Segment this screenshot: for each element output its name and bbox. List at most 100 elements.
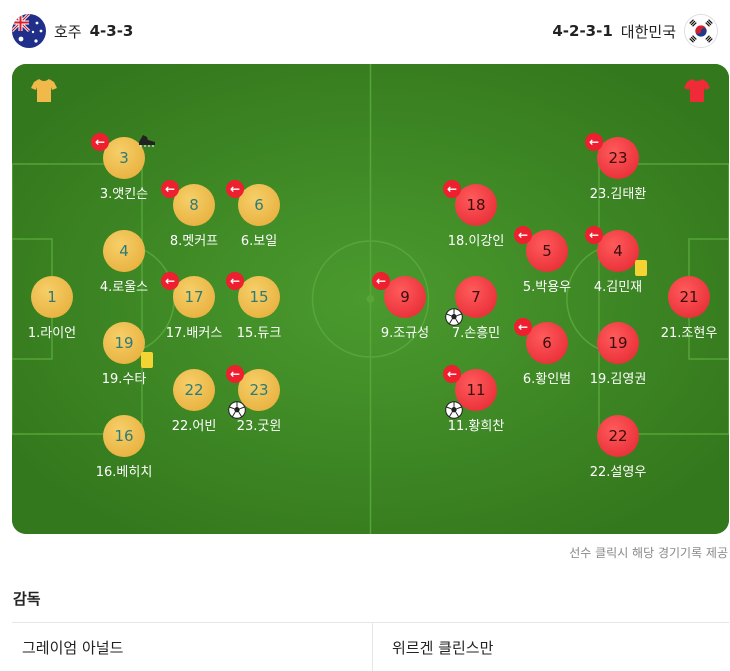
player-number-disc[interactable]: 6← — [514, 318, 568, 364]
player-name: 19.수타 — [101, 372, 147, 387]
coach-row: 그레이엄 아널드 위르겐 클린스만 — [12, 622, 729, 671]
away-player[interactable]: 18← 18.이강인 — [421, 180, 531, 249]
player-name: 8.멧커프 — [169, 234, 219, 249]
player-number-disc[interactable]: 8← — [161, 180, 215, 226]
player-name: 16.베히치 — [95, 465, 153, 480]
team-header: 호주 4-3-3 4-2-3-1 대한민국 — [0, 0, 730, 60]
home-player[interactable]: 19 19.수타 — [69, 322, 179, 387]
player-name: 9.조규성 — [380, 326, 430, 341]
player-number: 17 — [184, 288, 204, 306]
substitution-icon: ← — [443, 180, 461, 198]
away-player[interactable]: 11 ← 11.황희찬 — [421, 365, 531, 434]
player-name: 22.설영우 — [589, 465, 647, 480]
away-player[interactable]: 19 19.김영권 — [563, 322, 673, 387]
player-name: 4.로울스 — [99, 280, 149, 295]
player-name: 5.박용우 — [522, 280, 572, 295]
player-number-disc[interactable]: 15 ← — [226, 272, 280, 318]
player-number: 9 — [400, 288, 410, 306]
player-number-disc[interactable]: 23← — [226, 365, 280, 419]
coach-divider — [372, 623, 373, 671]
away-team: 4-2-3-1 대한민국 — [552, 14, 718, 48]
player-name: 6.보일 — [240, 234, 278, 249]
player-number-disc[interactable]: 18← — [443, 180, 497, 226]
player-name: 17.배커스 — [165, 326, 223, 341]
away-player[interactable]: 9←9.조규성 — [350, 272, 460, 341]
away-player[interactable]: 6←6.황인범 — [492, 318, 602, 387]
player-name: 15.듀크 — [236, 326, 282, 341]
player-click-note: 선수 클릭시 해당 경기기록 제공 — [569, 546, 728, 560]
home-player[interactable]: 16 16.베히치 — [69, 415, 179, 480]
substitution-icon: ← — [514, 226, 532, 244]
player-number-disc[interactable]: 9← — [372, 272, 426, 318]
home-player[interactable]: 8←8.멧커프 — [139, 180, 249, 249]
player-number: 6 — [542, 334, 552, 352]
player-name: 4.김민재 — [593, 280, 643, 295]
home-player[interactable]: 4 4.로울스 — [69, 230, 179, 295]
player-number-disc[interactable]: 11 ← — [443, 365, 497, 419]
player-number-disc[interactable]: 4← — [585, 226, 647, 276]
substitution-icon: ← — [161, 272, 179, 290]
away-player[interactable]: 5←5.박용우 — [492, 226, 602, 295]
player-number-disc[interactable]: 5← — [514, 226, 568, 272]
home-team-name: 호주 — [54, 22, 82, 41]
player-number-disc[interactable]: 1 — [31, 276, 73, 318]
player-number: 15 — [249, 288, 269, 306]
substitution-icon: ← — [443, 365, 461, 383]
player-number-disc[interactable]: 19 — [597, 322, 639, 364]
player-number: 5 — [542, 242, 552, 260]
home-formation: 4-3-3 — [89, 22, 134, 40]
player-number-disc[interactable]: 23← — [585, 133, 639, 179]
player-name: 21.조현우 — [660, 326, 718, 341]
player-number: 8 — [189, 196, 199, 214]
substitution-icon: ← — [226, 180, 244, 198]
player-name: 23.김태환 — [589, 187, 647, 202]
goal-ball-icon — [445, 401, 463, 419]
player-number-disc[interactable]: 17 ← — [161, 272, 215, 318]
away-player[interactable]: 21 21.조현우 — [634, 276, 729, 341]
player-number: 21 — [679, 288, 699, 306]
player-number: 19 — [608, 334, 628, 352]
player-number-disc[interactable]: 6← — [226, 180, 280, 226]
player-name: 18.이강인 — [447, 234, 505, 249]
away-player[interactable]: 23← 23.김태환 — [563, 133, 673, 202]
player-number-disc[interactable]: 16 — [103, 415, 145, 457]
player-number: 16 — [114, 427, 134, 445]
player-number: 11 — [466, 381, 486, 399]
away-formation: 4-2-3-1 — [552, 22, 613, 40]
player-number-disc[interactable]: 4 — [103, 230, 145, 272]
player-number-disc[interactable]: 21 — [668, 276, 710, 318]
home-player[interactable]: 15 ← 15.듀크 — [204, 272, 314, 341]
substitution-icon: ← — [226, 272, 244, 290]
goal-ball-icon — [228, 401, 246, 419]
away-player[interactable]: 4← 4.김민재 — [563, 226, 673, 295]
player-number-disc[interactable]: 19 — [103, 322, 153, 368]
substitution-icon: ← — [585, 226, 603, 244]
substitution-icon: ← — [372, 272, 390, 290]
home-player[interactable]: 3←3.앳킨슨 — [69, 133, 179, 202]
home-shirt-icon — [31, 79, 57, 102]
player-name: 19.김영권 — [589, 372, 647, 387]
player-number-disc[interactable]: 7 — [445, 276, 497, 326]
player-number-disc[interactable]: 22 — [173, 369, 215, 411]
away-coach[interactable]: 위르겐 클린스만 — [392, 639, 494, 657]
home-coach[interactable]: 그레이엄 아널드 — [22, 639, 124, 657]
korea-flag-icon — [684, 14, 718, 48]
player-number-disc[interactable]: 3← — [91, 133, 155, 179]
australia-flag-icon — [12, 14, 46, 48]
home-player[interactable]: 17 ← 17.배커스 — [139, 272, 249, 341]
player-name: 11.황희찬 — [447, 419, 505, 434]
away-shirt-icon — [684, 79, 710, 102]
home-player[interactable]: 6←6.보일 — [204, 180, 314, 249]
away-player[interactable]: 22 22.설영우 — [563, 415, 673, 480]
player-number: 6 — [254, 196, 264, 214]
player-number: 23 — [249, 381, 269, 399]
substitution-icon: ← — [91, 133, 109, 151]
player-number-disc[interactable]: 22 — [597, 415, 639, 457]
player-number: 23 — [608, 149, 628, 167]
player-number: 3 — [119, 149, 129, 167]
home-player[interactable]: 23←23.굿윈 — [204, 365, 314, 434]
